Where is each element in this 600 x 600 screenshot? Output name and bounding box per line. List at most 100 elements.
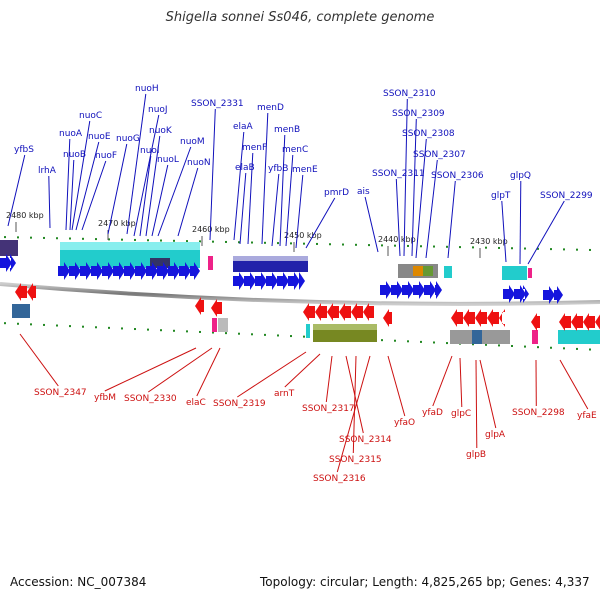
- gene-label-reverse: SSON_2314: [339, 435, 392, 445]
- tick-mark: [446, 342, 448, 345]
- gene-callout-line: [271, 173, 280, 247]
- gene-callout-line: [479, 359, 497, 429]
- feature-block: [502, 266, 527, 280]
- gene-callout-line: [107, 143, 128, 235]
- gene-label-reverse: SSON_2298: [512, 408, 565, 418]
- gene-callout-line: [261, 112, 269, 245]
- tick-mark: [433, 341, 435, 344]
- reverse-gene-arrow: [315, 303, 327, 321]
- tick-mark: [511, 247, 513, 250]
- gene-callout-line: [475, 359, 478, 449]
- tick-mark: [147, 239, 149, 242]
- tick-mark: [420, 340, 422, 343]
- reverse-gene-arrow: [27, 283, 36, 301]
- scale-label: 2430 kbp: [470, 237, 508, 246]
- forward-gene-arrow: [146, 262, 158, 280]
- gene-label-forward: elaB: [235, 163, 255, 173]
- gene-label-forward: nuoL: [157, 155, 179, 165]
- gene-callout-line: [71, 120, 91, 231]
- tick-mark: [498, 246, 500, 249]
- tick-mark: [251, 333, 253, 336]
- tick-mark: [82, 237, 84, 240]
- tick-mark: [173, 329, 175, 332]
- genome-backbone: [0, 282, 600, 306]
- gene-callout-line: [75, 141, 100, 231]
- reverse-gene-arrow: [383, 309, 392, 327]
- gene-callout-line: [69, 159, 75, 231]
- gene-label-forward: SSON_2331: [191, 99, 244, 109]
- tick-mark: [212, 240, 214, 243]
- tick-mark: [329, 243, 331, 246]
- gene-label-forward: SSON_2310: [383, 89, 436, 99]
- reverse-gene-arrow: [487, 309, 499, 327]
- tick-mark: [108, 238, 110, 241]
- tick-mark: [394, 339, 396, 342]
- gene-label-forward: yfbS: [14, 145, 34, 155]
- tick-mark: [134, 238, 136, 241]
- tick-mark: [30, 236, 32, 239]
- tick-mark: [563, 347, 565, 350]
- forward-gene-arrow: [179, 262, 191, 280]
- scale-label: 2440 kbp: [378, 235, 416, 244]
- reverse-gene-arrow: [195, 297, 204, 315]
- gene-callout-line: [145, 135, 161, 237]
- reverse-gene-arrow: [327, 303, 339, 321]
- feature-block: [208, 256, 213, 270]
- forward-gene-arrow: [10, 254, 16, 272]
- tick-mark: [238, 241, 240, 244]
- feature-block: [413, 266, 423, 276]
- tick-mark: [381, 244, 383, 247]
- feature-block: [233, 256, 308, 261]
- gene-label-forward: menE: [292, 165, 318, 175]
- forward-gene-arrow: [523, 285, 529, 303]
- reverse-gene-arrow: [475, 309, 487, 327]
- gene-label-forward: menD: [257, 103, 284, 113]
- forward-gene-arrow: [190, 262, 200, 280]
- tick-mark: [472, 246, 474, 249]
- tick-mark: [160, 239, 162, 242]
- gene-callout-line: [139, 155, 152, 237]
- gene-callout-line: [133, 114, 160, 237]
- gene-label-reverse: SSON_2330: [124, 394, 177, 404]
- forward-gene-arrow: [380, 281, 392, 299]
- tick-mark: [342, 243, 344, 246]
- lower-feature-track: [12, 304, 600, 344]
- tick-mark: [43, 323, 45, 326]
- forward-gene-arrow: [413, 281, 425, 299]
- feature-block: [150, 258, 170, 268]
- gene-callout-line: [425, 159, 438, 259]
- tick-mark: [4, 322, 6, 325]
- gene-callout-line: [295, 174, 304, 249]
- tick-mark: [160, 329, 162, 332]
- accession-text: Accession: NC_007384: [10, 575, 147, 589]
- gene-callout-line: [403, 98, 408, 257]
- gene-label-forward: glpQ: [510, 171, 531, 181]
- gene-label-reverse: arnT: [274, 389, 295, 399]
- tick-mark: [264, 333, 266, 336]
- tick-mark: [17, 322, 19, 325]
- gene-callout-line: [151, 164, 169, 237]
- tick-mark: [277, 334, 279, 337]
- gene-callout-line: [305, 197, 336, 249]
- scale-label: 2470 kbp: [98, 219, 136, 228]
- reverse-gene-arrow: [363, 303, 374, 321]
- forward-gene-arrow: [135, 262, 147, 280]
- gene-label-forward: nuoB: [63, 150, 86, 160]
- tick-mark: [589, 248, 591, 251]
- tick-mark: [407, 244, 409, 247]
- tick-mark: [43, 236, 45, 239]
- gene-label-reverse: yfaO: [394, 418, 415, 428]
- gene-label-reverse: elaC: [186, 398, 206, 408]
- gene-label-forward: ais: [357, 187, 370, 197]
- gene-label-forward: menF: [242, 143, 267, 153]
- gene-label-forward: nuoN: [187, 158, 211, 168]
- gene-label-forward: menB: [274, 125, 300, 135]
- genome-summary-text: Topology: circular; Length: 4,825,265 bp…: [260, 575, 590, 589]
- reverse-gene-arrow: [583, 313, 595, 331]
- gene-callout-line: [196, 347, 221, 397]
- forward-gene-labels: yfbSlrhAnuoAnuoBnuoCnuoEnuoFnuoGnuoHnuoJ…: [7, 84, 593, 265]
- gene-callout-line: [19, 333, 59, 387]
- forward-gene-arrow: [113, 262, 125, 280]
- tick-mark: [498, 344, 500, 347]
- gene-label-reverse: SSON_2347: [34, 388, 87, 398]
